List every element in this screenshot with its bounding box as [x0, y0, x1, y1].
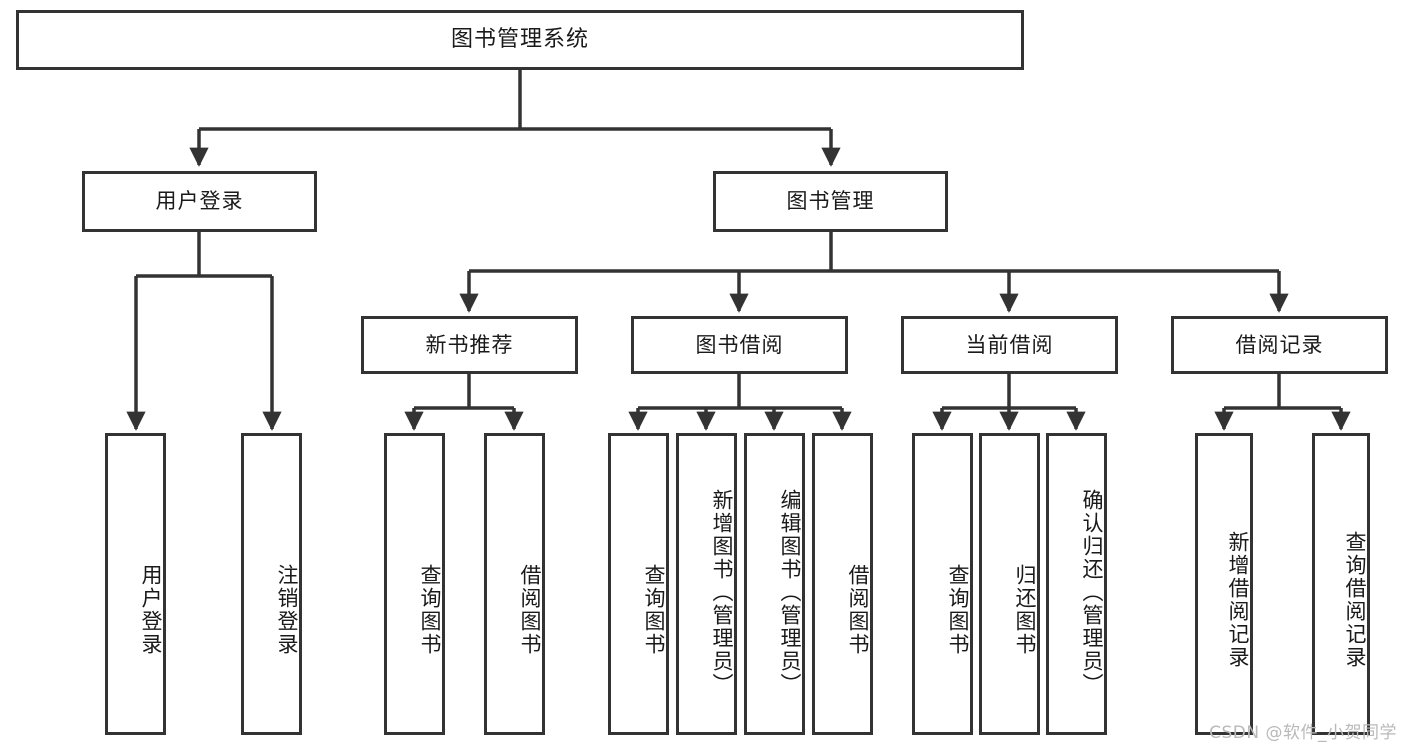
csdn-watermark: CSDN @软件_小贺同学: [1209, 723, 1397, 743]
node-book-borrow[interactable]: 图书借阅: [631, 316, 848, 374]
leaf-user-login[interactable]: 用户登录: [105, 433, 166, 735]
leaf-return-book[interactable]: 归还图书: [979, 433, 1040, 735]
node-borrow-record[interactable]: 借阅记录: [1171, 316, 1388, 374]
leaf-borrow-book-borrow[interactable]: 借阅图书: [812, 433, 873, 735]
leaf-add-book-admin[interactable]: 新增图书（管理员）: [676, 433, 737, 735]
leaf-user-logout[interactable]: 注销登录: [241, 433, 302, 735]
leaf-query-book-current[interactable]: 查询图书: [912, 433, 973, 735]
leaf-edit-book-admin[interactable]: 编辑图书（管理员）: [744, 433, 805, 735]
node-user-login[interactable]: 用户登录: [82, 171, 317, 232]
leaf-query-book-recommend[interactable]: 查询图书: [384, 433, 445, 735]
node-book-manage[interactable]: 图书管理: [713, 171, 948, 232]
leaf-query-borrow-record[interactable]: 查询借阅记录: [1312, 433, 1370, 735]
node-new-book-recommend[interactable]: 新书推荐: [361, 316, 578, 374]
leaf-confirm-return-admin[interactable]: 确认归还（管理员）: [1046, 433, 1107, 735]
node-current-borrow[interactable]: 当前借阅: [901, 316, 1118, 374]
leaf-query-book-borrow[interactable]: 查询图书: [608, 433, 669, 735]
leaf-add-borrow-record[interactable]: 新增借阅记录: [1195, 433, 1253, 735]
node-root-system[interactable]: 图书管理系统: [16, 10, 1024, 70]
leaf-borrow-book-recommend[interactable]: 借阅图书: [484, 433, 545, 735]
